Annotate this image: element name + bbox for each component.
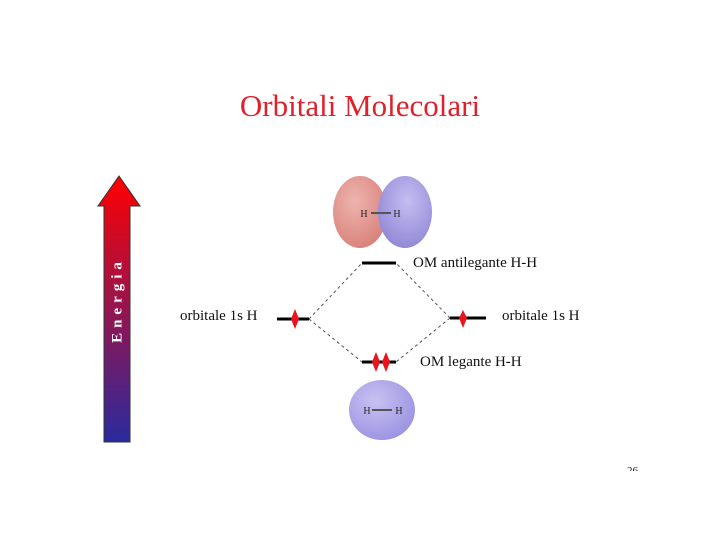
antibonding-h-right: H xyxy=(393,209,400,220)
bonding-electron-pair xyxy=(372,352,390,372)
right-1s-label: orbitale 1s H xyxy=(502,308,580,324)
antibonding-lobe-left xyxy=(333,176,387,248)
page-number: 26 xyxy=(627,465,638,471)
left-1s-electron xyxy=(291,309,299,329)
correlation-lines xyxy=(308,262,451,363)
bonding-h-right: H xyxy=(395,406,402,417)
antibonding-label: OM antilegante H-H xyxy=(413,255,538,271)
antibonding-lobe-right xyxy=(378,176,432,248)
bonding-orbital-image: H H xyxy=(349,380,415,440)
antibonding-orbital-image: H H xyxy=(333,176,432,248)
slide-title: Orbitali Molecolari xyxy=(239,88,481,123)
bonding-label: OM legante H-H xyxy=(420,354,522,370)
energy-axis-arrow xyxy=(97,175,141,443)
left-1s-label: orbitale 1s H xyxy=(180,308,258,324)
right-1s-electron xyxy=(459,310,467,328)
antibonding-h-left: H xyxy=(360,209,367,220)
bonding-h-left: H xyxy=(363,406,370,417)
